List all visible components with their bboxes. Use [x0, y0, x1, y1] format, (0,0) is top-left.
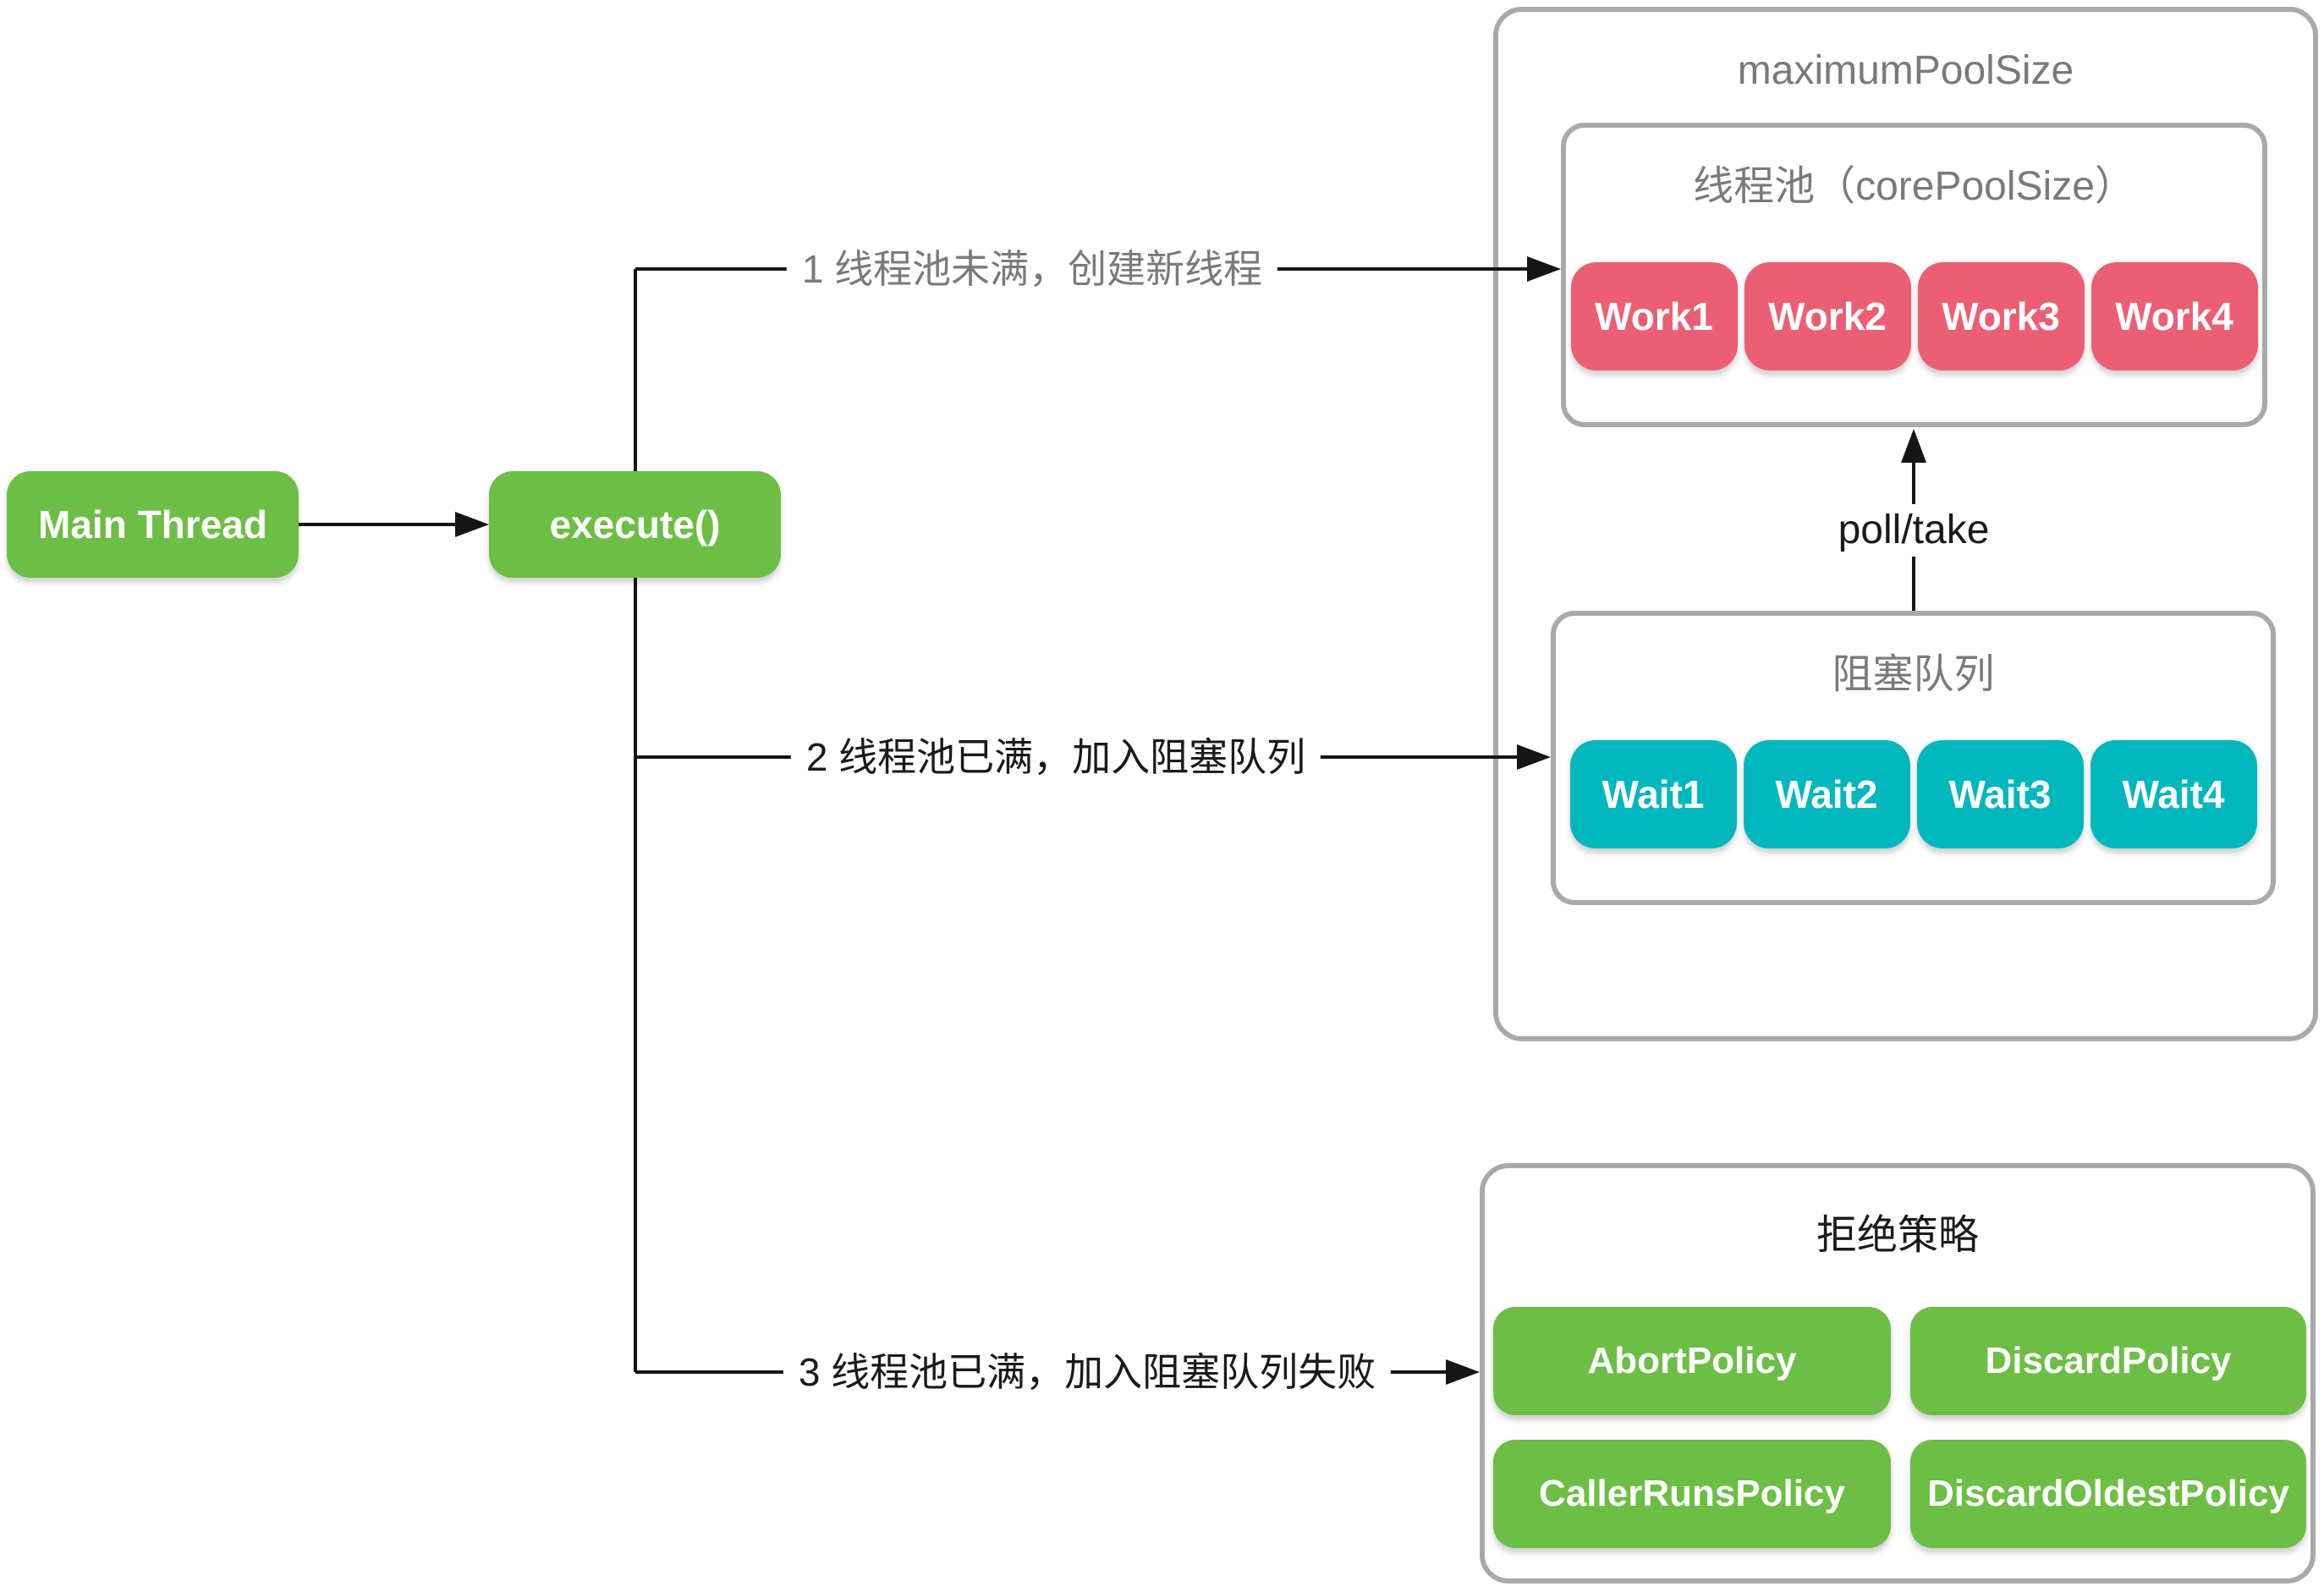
wait-node-4: Wait4	[2090, 740, 2257, 848]
policy-node-abort: AbortPolicy	[1493, 1307, 1891, 1415]
worker-row: Work1 Work2 Work3 Work4	[1566, 262, 2262, 371]
worker-node-2: Work2	[1744, 262, 1911, 371]
reject-title: 拒绝策略	[1816, 1213, 1979, 1258]
branch2-arrowhead	[1517, 744, 1551, 770]
poll-take-label: poll/take	[1826, 504, 2002, 557]
branch1-arrowhead	[1527, 256, 1561, 282]
reject-box: 拒绝策略 AbortPolicy DiscardPolicy CallerRun…	[1480, 1163, 2316, 1584]
wait-row: Wait1 Wait2 Wait3 Wait4	[1556, 740, 2271, 848]
branch2-label: 2 线程池已满，加入阻塞队列	[790, 731, 1321, 783]
wait-node-3: Wait3	[1916, 740, 2084, 848]
core-pool-title: 线程池（corePoolSize）	[1693, 164, 2135, 209]
max-pool-box: maximumPoolSize 线程池（corePoolSize） Work1 …	[1493, 7, 2318, 1041]
branch1-label: 1 线程池未满，创建新线程	[786, 243, 1278, 295]
execute-node: execute()	[489, 471, 781, 578]
main-to-execute-line	[299, 523, 455, 526]
max-pool-title: maximumPoolSize	[1737, 48, 2074, 93]
main-to-execute-arrowhead	[455, 512, 489, 537]
branch3-label: 3 线程池已满，加入阻塞队列失败	[783, 1346, 1392, 1398]
core-pool-box: 线程池（corePoolSize） Work1 Work2 Work3 Work…	[1561, 123, 2267, 427]
wait-node-1: Wait1	[1569, 740, 1737, 848]
policy-node-discard-oldest: DiscardOldestPolicy	[1910, 1440, 2306, 1548]
trunk-line	[634, 269, 637, 1372]
poll-take-arrowhead	[1901, 429, 1926, 463]
policy-node-caller-runs: CallerRunsPolicy	[1493, 1440, 1891, 1548]
worker-node-1: Work1	[1570, 262, 1738, 371]
wait-node-2: Wait2	[1743, 740, 1910, 848]
main-thread-node: Main Thread	[7, 471, 299, 578]
worker-node-3: Work3	[1917, 262, 2085, 371]
worker-node-4: Work4	[2091, 262, 2258, 371]
queue-title: 阻塞队列	[1832, 652, 1995, 697]
queue-box: 阻塞队列 Wait1 Wait2 Wait3 Wait4	[1551, 611, 2276, 905]
branch3-arrowhead	[1446, 1359, 1480, 1385]
policy-node-discard: DiscardPolicy	[1910, 1307, 2306, 1415]
